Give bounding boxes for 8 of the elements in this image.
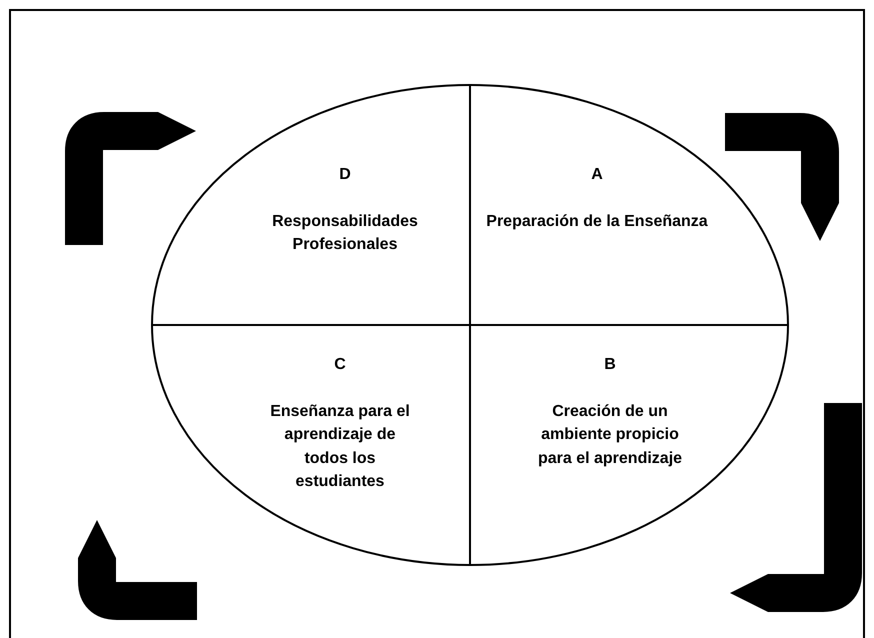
section-title: Responsabilidades Profesionales <box>271 212 419 256</box>
section-title: Preparación de la Enseñanza <box>486 212 708 232</box>
section-letter: C <box>334 355 346 375</box>
section-title: Enseñanza para el aprendizaje de todos los estudiantes <box>269 402 411 492</box>
section-title: Creación de un ambiente propicio para el aprendizaje <box>536 402 684 469</box>
section-letter: D <box>339 165 351 185</box>
section-letter: A <box>591 165 603 185</box>
section-letter: B <box>604 355 616 375</box>
